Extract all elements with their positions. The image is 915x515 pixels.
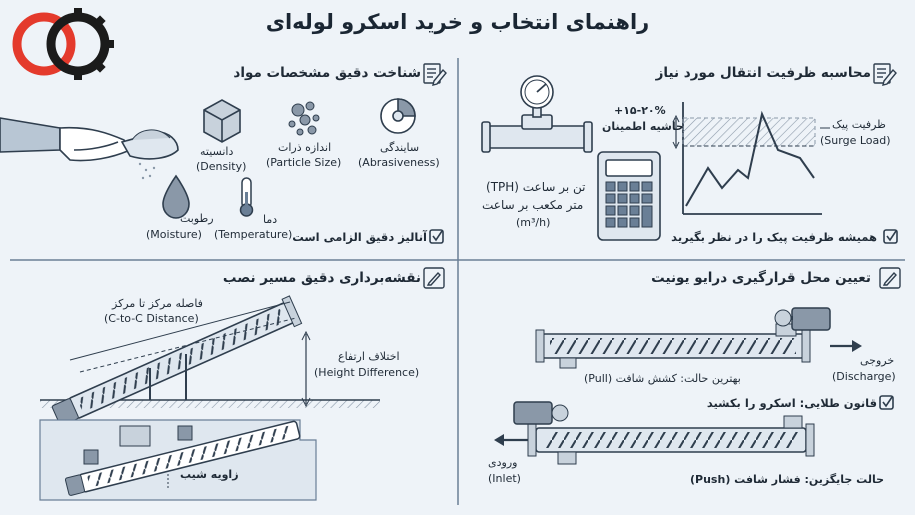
particle-size-label: اندازه ذرات xyxy=(278,141,332,154)
pencil-icon xyxy=(423,267,445,289)
capacity-note: همیشه ظرفیت پیک را در نظر بگیرید xyxy=(671,230,877,244)
tph-label: تن بر ساعت (TPH) xyxy=(486,180,586,194)
surge-load-chart xyxy=(672,102,830,215)
height-diff-label-en: (Height Difference) xyxy=(314,366,420,379)
m3h-label: متر مکعب بر ساعت xyxy=(482,198,584,212)
hand-scoop-icon xyxy=(0,117,179,180)
m3h-unit: (m³/h) xyxy=(516,216,551,229)
route-heading: نقشه‌برداری دقیق مسیر نصب xyxy=(222,270,421,286)
ctoc-label-en: (C-to-C Distance) xyxy=(104,312,199,325)
pull-caption: بهترین حالت: کشش شافت (Pull) xyxy=(584,372,741,385)
pressure-gauge-icon xyxy=(481,75,593,153)
drive-heading: تعیین محل قرارگیری درایو یونیت xyxy=(651,270,871,286)
push-caption: حالت جایگزین: فشار شافت (Push) xyxy=(690,473,885,486)
moisture-label: رطوبت xyxy=(180,212,214,225)
thermometer-icon xyxy=(239,177,254,217)
logo-icon xyxy=(12,8,114,80)
margin-label: حاشیه اطمینان xyxy=(602,120,684,133)
screw-conveyor-push xyxy=(494,401,815,465)
density-label-en: (Density) xyxy=(196,160,247,173)
discharge-label: خروجی xyxy=(860,354,895,367)
abrasiveness-label: سایندگی xyxy=(380,141,420,154)
capacity-heading: محاسبه ظرفیت انتقال مورد نیاز xyxy=(655,65,871,81)
moisture-label-en: (Moisture) xyxy=(146,228,202,241)
abrasiveness-label-en: (Abrasiveness) xyxy=(358,156,440,169)
height-diff-label: اختلاف ارتفاع xyxy=(338,350,400,363)
check-icon xyxy=(429,229,898,410)
page-title: راهنمای انتخاب و خرید اسکرو لوله‌ای xyxy=(265,10,650,34)
particle-size-icon xyxy=(288,101,320,136)
droplet-icon xyxy=(162,174,190,219)
calculator-icon xyxy=(597,151,661,241)
ctoc-label: فاصله مرکز تا مرکز xyxy=(112,297,203,310)
screw-conveyor-pull xyxy=(535,307,862,369)
material-note: آنالیز دقیق الزامی است xyxy=(292,230,427,244)
document-icon xyxy=(423,63,447,86)
temperature-label-en: (Temperature) xyxy=(214,228,293,241)
inclined-conveyor-top-view xyxy=(39,419,317,501)
inclined-conveyor-side-view xyxy=(40,295,380,427)
particle-size-label-en: (Particle Size) xyxy=(266,156,342,169)
temperature-label: دما xyxy=(263,213,278,226)
golden-rule: قانون طلایی: اسکرو را بکشید xyxy=(706,396,877,410)
cube-icon xyxy=(203,99,241,143)
discharge-label-en: (Discharge) xyxy=(832,370,896,383)
material-heading: شناخت دقیق مشخصات مواد xyxy=(233,65,421,81)
inlet-label-en: (Inlet) xyxy=(488,472,521,485)
peak-label-en: (Surge Load) xyxy=(820,134,891,147)
abrasion-icon xyxy=(380,98,416,134)
inlet-label: ورودی xyxy=(488,456,518,469)
slope-label: زاویه شیب xyxy=(180,468,239,481)
density-label: دانسیته xyxy=(200,145,234,158)
peak-label: ظرفیت پیک xyxy=(832,118,886,131)
margin-percent: ۱۵-۲۰%+ xyxy=(614,104,666,117)
pencil-icon xyxy=(879,267,901,289)
document-icon xyxy=(873,63,897,86)
